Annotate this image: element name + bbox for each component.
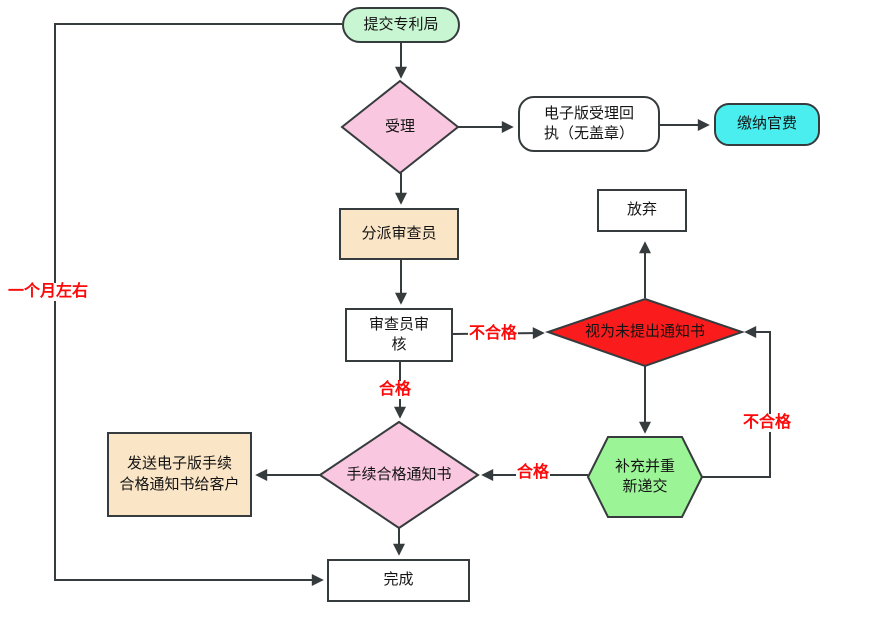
edge-label-review-fail: 不合格 — [468, 325, 519, 343]
resubmit-hexagon-shape — [586, 436, 704, 518]
deemed-not-filed-diamond-shape — [544, 297, 746, 368]
accept-diamond-shape — [340, 79, 460, 175]
node-submit-patent-office: 提交专利局 — [342, 7, 460, 43]
edge-label-review-pass: 合格 — [378, 381, 413, 399]
node-electronic-receipt: 电子版受理回 执（无盖章） — [518, 96, 660, 152]
node-send-notice-to-client: 发送电子版手续 合格通知书给客户 — [107, 432, 252, 517]
node-assign-examiner: 分派审查员 — [339, 208, 459, 260]
qualified-notice-diamond-shape — [318, 420, 480, 530]
node-pay-official-fee: 缴纳官费 — [714, 103, 820, 146]
node-abandon: 放弃 — [597, 189, 687, 232]
edge-resubmit-deemed — [702, 326, 771, 478]
node-examiner-review: 审查员审 核 — [345, 308, 453, 362]
edge-submit-done — [54, 23, 342, 586]
edge-label-resubmit-fail: 不合格 — [742, 414, 793, 432]
edge-label-duration: 一个月左右 — [7, 283, 90, 301]
node-done: 完成 — [327, 559, 470, 602]
edge-label-resubmit-pass: 合格 — [516, 464, 551, 482]
